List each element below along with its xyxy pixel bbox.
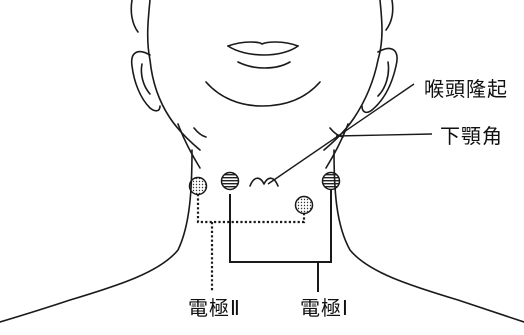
face-right-outline (324, 0, 382, 150)
wire-electrode-1 (230, 190, 331, 292)
electrode-left-inner (222, 173, 239, 190)
laryngeal-prominence-label: 喉頭隆起 (424, 79, 508, 99)
mandibular-angle-label: 下顎角 (440, 126, 503, 146)
chin (206, 82, 320, 106)
electrode-1-label: 電極Ⅰ (300, 298, 349, 318)
electrode-left-mandibular (190, 178, 207, 195)
face-left-outline (148, 0, 200, 150)
wire-electrode-2 (198, 194, 304, 292)
neck-left (0, 150, 192, 322)
mouth (228, 42, 298, 46)
left-ear (132, 52, 160, 111)
right-ear (362, 48, 397, 112)
neck-right (334, 150, 524, 322)
electrode-right-inner (296, 197, 313, 214)
leader-jaw (336, 134, 432, 136)
leader-larynx (268, 84, 414, 184)
electrode-right-mandibular (323, 173, 340, 190)
electrode-2-label: 電極Ⅱ (188, 298, 241, 318)
